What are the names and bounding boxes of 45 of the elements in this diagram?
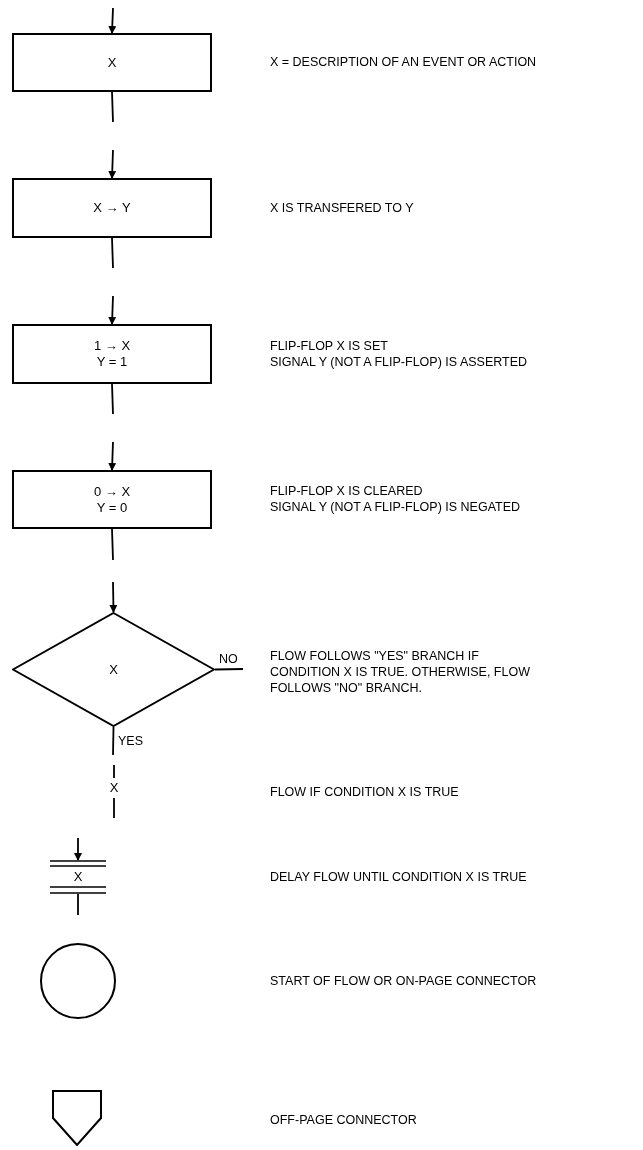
flow-line (111, 528, 114, 561)
description-text: FLOW FOLLOWS "YES" BRANCH IF CONDITION X IS TRUE. OTHERWISE, FLOW FOLLOWS "NO" BRANCH. (270, 648, 531, 696)
description-text: OFF-PAGE CONNECTOR (270, 1112, 417, 1128)
flow-line (113, 764, 115, 779)
symbol-label: 1 → X (93, 338, 131, 354)
process-box (12, 470, 212, 529)
off-page-connector (52, 1090, 102, 1146)
description-text: X IS TRANSFERED TO Y (270, 200, 414, 216)
description-text: START OF FLOW OR ON-PAGE CONNECTOR (270, 973, 537, 989)
symbol-label: 0 → X (93, 483, 131, 500)
condition-label: X (109, 780, 119, 796)
process-box (12, 33, 212, 92)
flow-line (214, 668, 244, 671)
edge-label: YES (118, 734, 143, 748)
connector-circle (40, 943, 116, 1019)
process-box (12, 324, 212, 384)
flow-line (111, 383, 114, 415)
description-text: DELAY FLOW UNTIL CONDITION X IS TRUE (270, 869, 527, 885)
process-box (12, 178, 212, 238)
symbol-label: Y = 1 (96, 354, 128, 370)
symbol-label: X (109, 661, 118, 678)
description-text: SIGNAL Y (NOT A FLIP-FLOP) IS ASSERTED (270, 354, 528, 370)
symbol-label: Y = 0 (96, 499, 128, 516)
arrow (108, 7, 117, 34)
flow-line (113, 797, 115, 819)
edge-label: NO (219, 652, 238, 666)
description-text: X = DESCRIPTION OF AN EVENT OR ACTION (270, 54, 537, 70)
flow-line (111, 237, 114, 269)
decision-diamond (12, 612, 215, 727)
arrow (108, 441, 117, 471)
arrow (108, 149, 117, 179)
flow-line (112, 726, 115, 756)
arrow (108, 295, 117, 325)
arrow (74, 837, 82, 861)
symbol-label: X → Y (93, 200, 131, 216)
symbol-label: X (73, 869, 83, 885)
flow-line (111, 91, 114, 123)
description-text: FLIP-FLOP X IS CLEARED (270, 483, 423, 499)
description-text: SIGNAL Y (NOT A FLIP-FLOP) IS NEGATED (270, 499, 521, 515)
description-text: FLOW IF CONDITION X IS TRUE (270, 784, 459, 800)
description-text: FLIP-FLOP X IS SET (270, 338, 388, 354)
symbol-label: X (107, 54, 117, 71)
delay-symbol (50, 860, 106, 894)
flow-line (77, 893, 79, 916)
arrow (109, 581, 118, 613)
